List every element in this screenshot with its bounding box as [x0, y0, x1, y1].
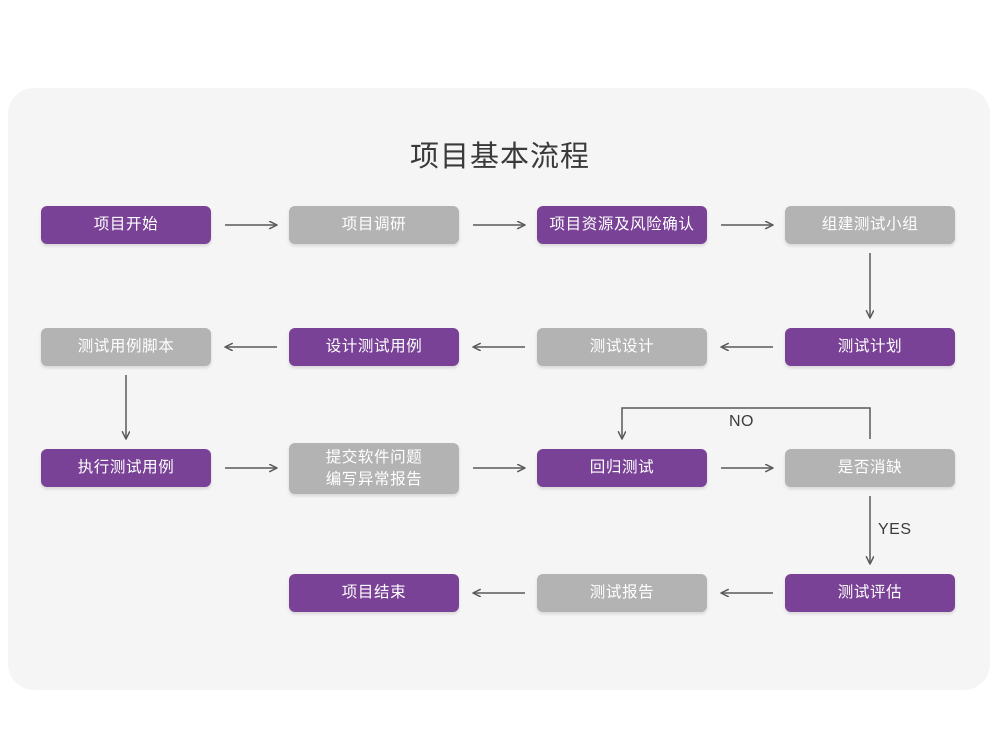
node-project-research[interactable]: 项目调研 — [289, 206, 459, 244]
node-project-end[interactable]: 项目结束 — [289, 574, 459, 612]
node-form-test-team[interactable]: 组建测试小组 — [785, 206, 955, 244]
node-design-test-cases[interactable]: 设计测试用例 — [289, 328, 459, 366]
node-test-case-script[interactable]: 测试用例脚本 — [41, 328, 211, 366]
node-test-plan[interactable]: 测试计划 — [785, 328, 955, 366]
node-defect-resolved-decision[interactable]: 是否消缺 — [785, 449, 955, 487]
edge-label-no: NO — [729, 413, 754, 430]
edge-label-yes: YES — [878, 521, 912, 538]
node-submit-defects-report[interactable]: 提交软件问题 编写异常报告 — [289, 443, 459, 494]
node-project-start[interactable]: 项目开始 — [41, 206, 211, 244]
node-execute-test-cases[interactable]: 执行测试用例 — [41, 449, 211, 487]
page-title: 项目基本流程 — [409, 141, 590, 173]
node-test-evaluation[interactable]: 测试评估 — [785, 574, 955, 612]
node-test-report[interactable]: 测试报告 — [537, 574, 707, 612]
node-test-design[interactable]: 测试设计 — [537, 328, 707, 366]
node-regression-test[interactable]: 回归测试 — [537, 449, 707, 487]
node-resource-risk-confirm[interactable]: 项目资源及风险确认 — [537, 206, 707, 244]
